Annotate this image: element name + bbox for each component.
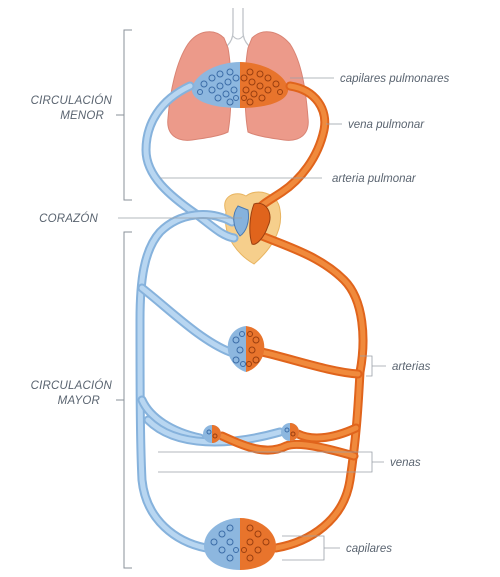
label-corazon: CORAZÓN	[39, 212, 98, 225]
label-vena-pulmonar: vena pulmonar	[348, 119, 425, 131]
bracket-circulacion-menor	[116, 29, 132, 201]
veins	[135, 81, 285, 553]
label-arterias: arterias	[392, 361, 431, 373]
label-circulacion-mayor-2: MAYOR	[58, 395, 100, 407]
label-capilares: capilares	[346, 543, 392, 555]
body-capillaries-lower	[204, 518, 276, 570]
body-capillaries-middle	[203, 423, 299, 443]
pulmonary-capillaries	[191, 62, 289, 108]
arteries	[217, 81, 368, 553]
body-capillaries-upper	[227, 326, 265, 372]
label-circulacion-menor-1: CIRCULACIÓN	[31, 94, 113, 107]
heart-chambers	[233, 202, 271, 245]
bracket-circulacion-mayor	[116, 231, 132, 569]
leader-arterias	[360, 355, 386, 377]
label-circulacion-menor-2: MENOR	[60, 110, 104, 122]
label-venas: venas	[390, 457, 421, 469]
leader-venas	[158, 451, 384, 473]
label-circulacion-mayor-1: CIRCULACIÓN	[31, 379, 113, 392]
trachea	[226, 8, 250, 47]
label-arteria-pulmonar: arteria pulmonar	[332, 173, 417, 185]
label-capilares-pulmonares: capilares pulmonares	[340, 73, 450, 85]
leader-capilares	[282, 535, 340, 561]
